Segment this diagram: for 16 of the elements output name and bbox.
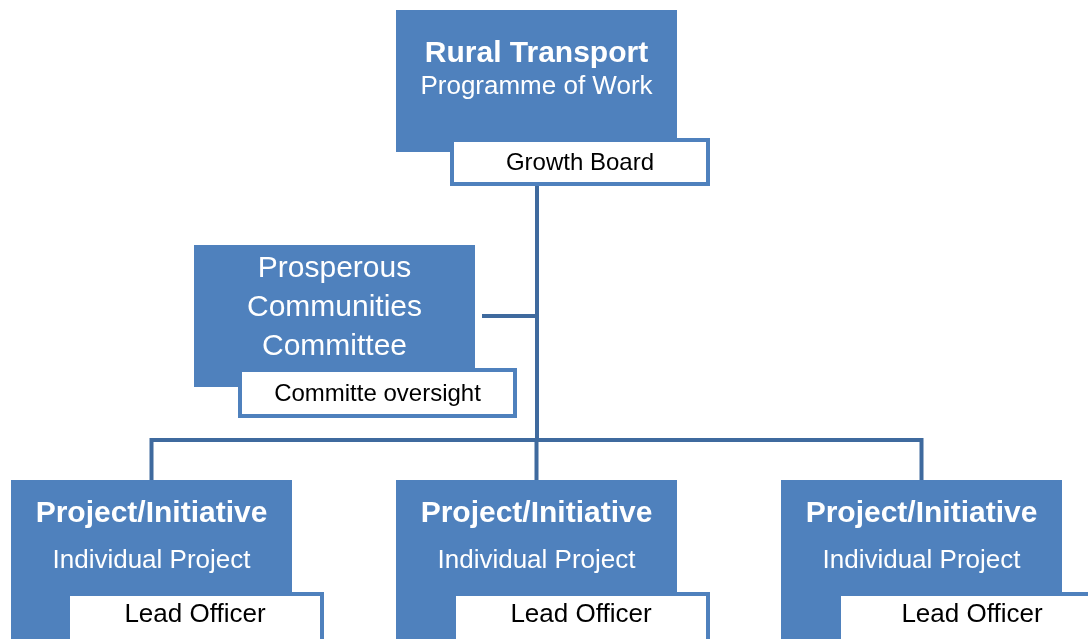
box-title: Project/Initiative	[420, 494, 653, 530]
box-title: Prosperous Communities Committee	[245, 249, 424, 363]
label-box	[238, 368, 517, 418]
box-subtitle: Individual Project	[822, 544, 1021, 576]
box-label: Growth Board	[505, 147, 655, 177]
box-label: Lead Officer	[510, 598, 652, 630]
box-title: Project/Initiative	[35, 494, 268, 530]
box-label: Lead Officer	[124, 598, 266, 630]
box-label: Lead Officer	[901, 598, 1043, 630]
box-subtitle: Programme of Work	[420, 70, 653, 102]
box-title: Rural Transport	[424, 34, 649, 70]
label-box	[450, 138, 710, 186]
box-subtitle: Individual Project	[52, 544, 251, 576]
box-title: Project/Initiative	[805, 494, 1038, 530]
box-label: Committe oversight	[274, 378, 481, 408]
box-subtitle: Individual Project	[437, 544, 636, 576]
